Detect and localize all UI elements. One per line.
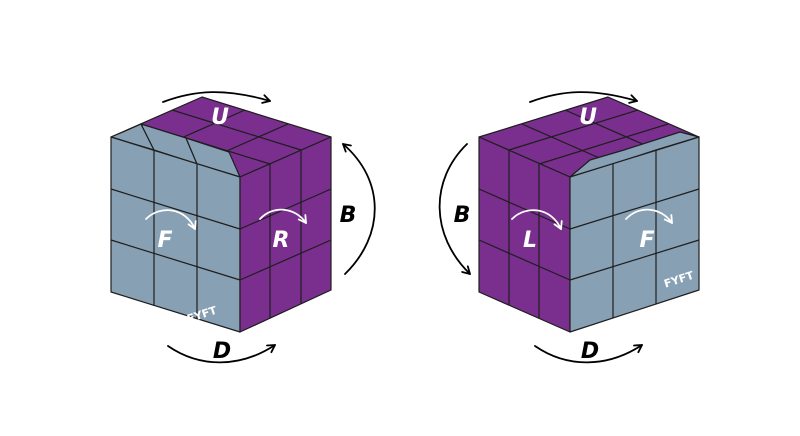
cube-left-right-face [239, 136, 332, 333]
label-b: B [340, 203, 357, 228]
label-b: B [454, 203, 471, 228]
curved-arrow-icon [342, 143, 376, 275]
label-d: D [213, 339, 231, 364]
label-r: R [273, 228, 290, 253]
curved-arrow-icon [162, 91, 271, 104]
curved-arrow-icon [438, 143, 471, 275]
curved-arrow-icon [145, 209, 197, 230]
curved-arrow-icon [534, 344, 643, 364]
cube-left: U F R B D FYFT [110, 91, 376, 364]
label-d: D [581, 339, 599, 364]
curved-arrow-icon [259, 208, 307, 224]
curved-arrow-icon [167, 344, 276, 364]
cube-right-front-face [569, 136, 700, 333]
curved-arrow-icon [511, 209, 563, 230]
label-f: F [639, 228, 654, 253]
label-u: U [211, 105, 229, 130]
curved-arrow-icon [529, 91, 638, 104]
label-u: U [579, 105, 597, 130]
label-l: L [523, 228, 537, 253]
curved-arrow-icon [625, 208, 673, 224]
label-f: F [157, 228, 172, 253]
cube-right: U L F B D FYFT [438, 91, 700, 364]
cube-left-front-face [110, 136, 241, 333]
